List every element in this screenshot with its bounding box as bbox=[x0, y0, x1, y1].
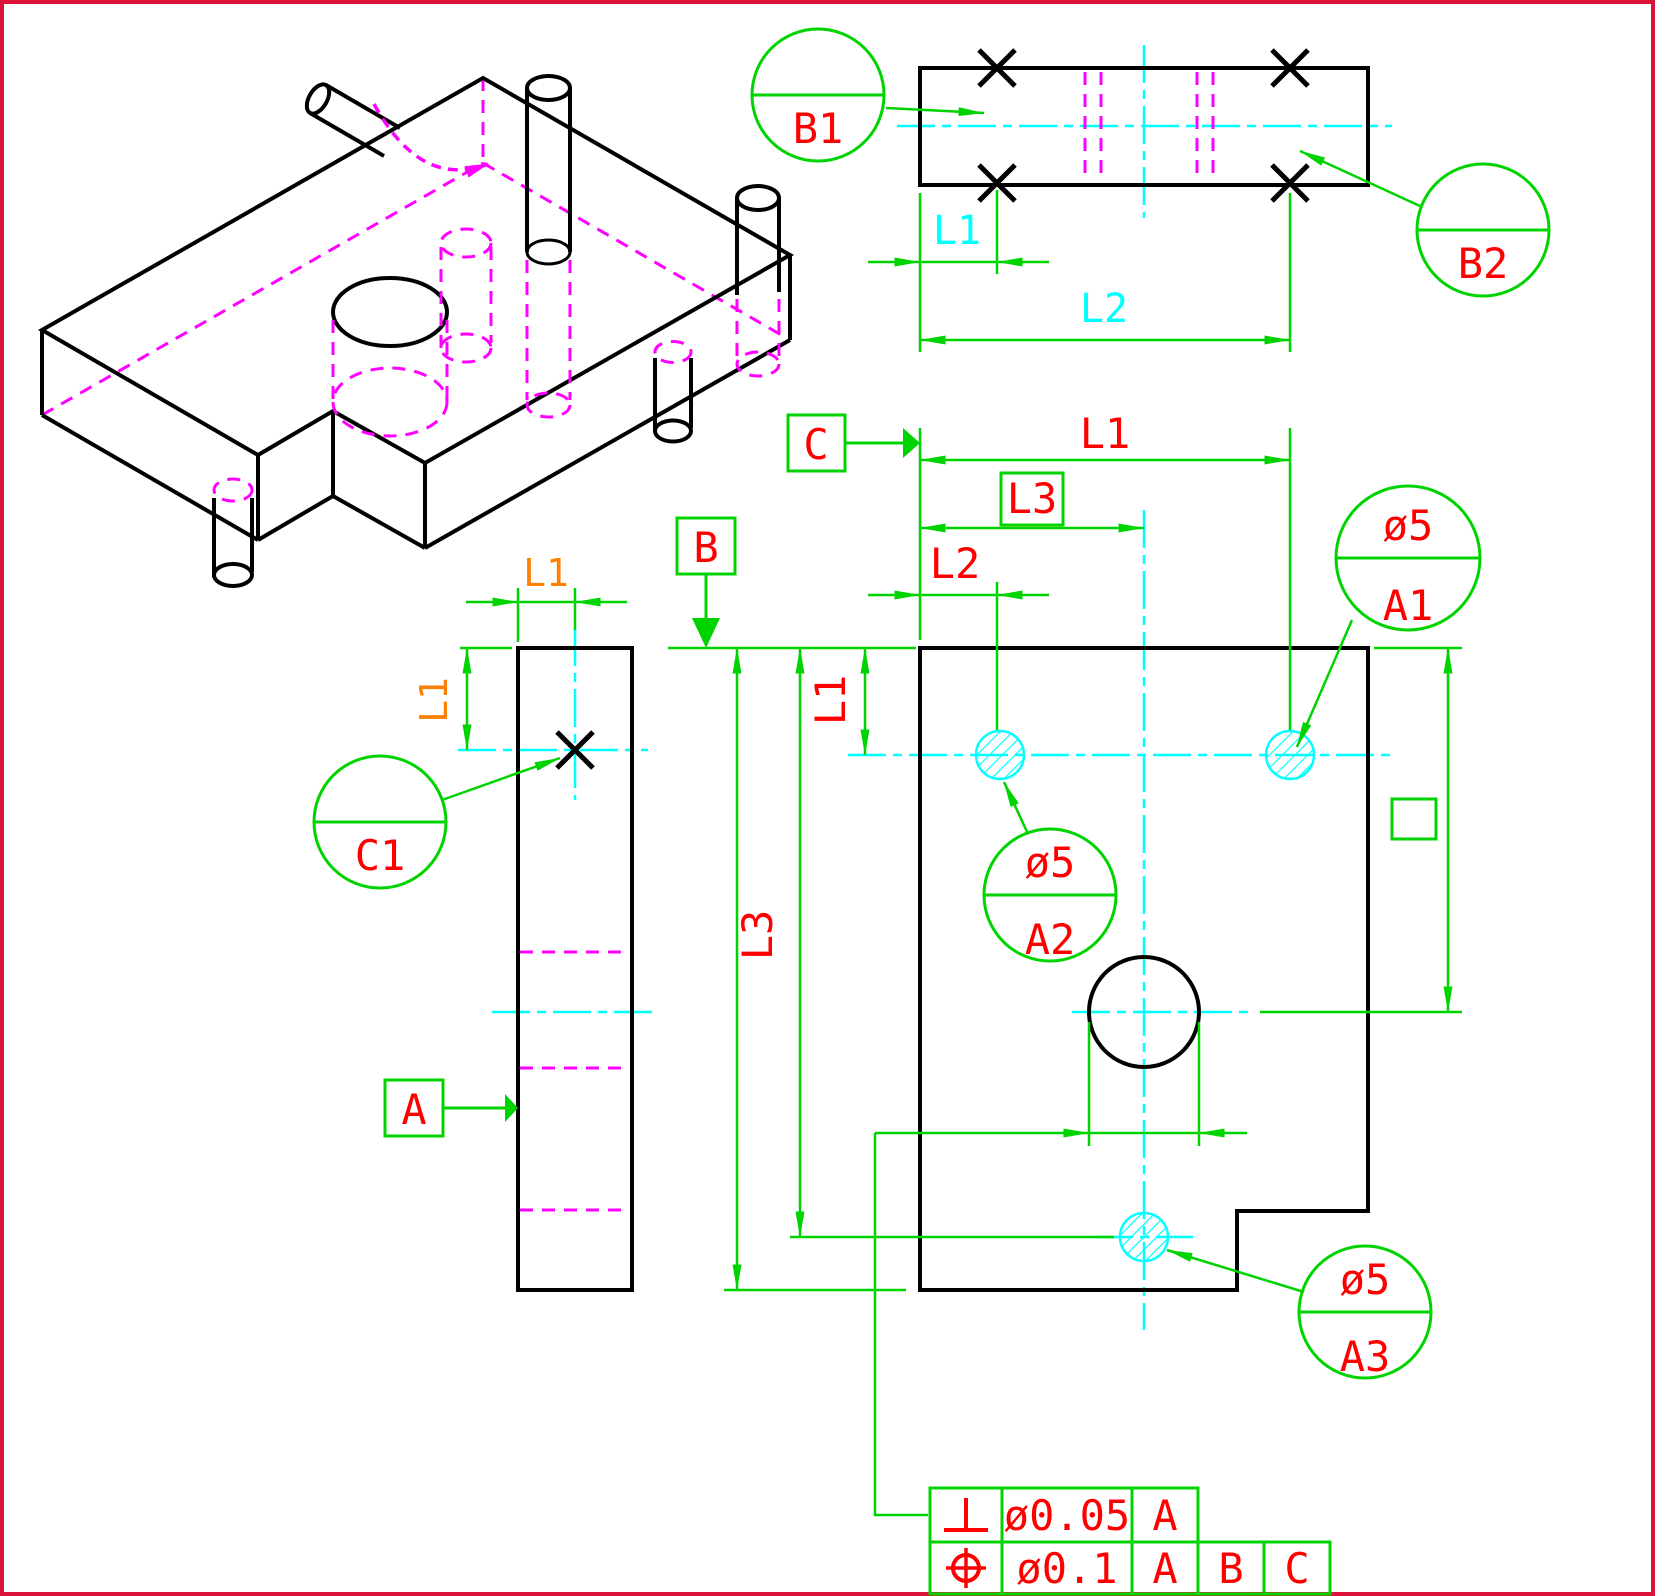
balloon-size-a3: ø5 bbox=[1340, 1255, 1391, 1304]
plate-bottom-edge bbox=[40, 413, 260, 542]
leader-arrow bbox=[441, 756, 561, 802]
side-view-outline bbox=[516, 646, 634, 1292]
dim-label-l3: L3 bbox=[1007, 474, 1058, 523]
leader-arrow bbox=[1295, 619, 1354, 748]
datum-target-area-a1 bbox=[1264, 729, 1316, 781]
datum-target-balloon-a3: ø5 A3 bbox=[1166, 1244, 1433, 1381]
balloon-label-c1: C1 bbox=[355, 831, 406, 880]
feature-control-frame-perpendicularity: ø0.05 A bbox=[928, 1486, 1200, 1544]
pin-base bbox=[525, 238, 572, 266]
datum-feature-a: A bbox=[383, 1078, 518, 1138]
datum-target-area-a3 bbox=[1118, 1211, 1170, 1263]
pin-hidden-end bbox=[525, 391, 572, 419]
plate-bottom-edge bbox=[332, 494, 426, 550]
top-view: L1 L2 B1 B2 bbox=[750, 27, 1551, 352]
leader-arrow bbox=[1002, 781, 1030, 835]
balloon-label-a2: A2 bbox=[1025, 915, 1076, 964]
pin-end bbox=[212, 562, 254, 588]
top-view-outline bbox=[918, 66, 1370, 187]
pin-side bbox=[324, 83, 402, 130]
front-view-outline bbox=[918, 646, 1370, 1292]
datum-label-b: B bbox=[693, 523, 718, 572]
position-icon bbox=[946, 1548, 986, 1588]
big-hole-hidden-bottom bbox=[331, 366, 449, 438]
dim-label-l1-vertical: L1 bbox=[806, 675, 855, 726]
x-mark bbox=[977, 163, 1017, 203]
dim-label-l1-vertical: L1 bbox=[412, 677, 456, 723]
balloon-size-a2: ø5 bbox=[1025, 838, 1076, 887]
fcf-datum-a: A bbox=[1152, 1491, 1177, 1540]
datum-target-x-marks bbox=[977, 48, 1310, 203]
dim-label-l2: L2 bbox=[1080, 286, 1128, 332]
fcf-datum-c: C bbox=[1284, 1544, 1309, 1593]
plate-bottom-edge bbox=[424, 338, 791, 550]
fcf-cell bbox=[1262, 1540, 1332, 1596]
pin-hole-hidden bbox=[212, 477, 254, 503]
fcf-tolerance: ø0.1 bbox=[1016, 1544, 1117, 1593]
fcf-datum-a: A bbox=[1152, 1544, 1177, 1593]
balloon-label-b1: B1 bbox=[793, 104, 844, 153]
hidden-hole-top bbox=[439, 227, 493, 259]
leader-arrow bbox=[1299, 149, 1421, 208]
dim-label-l1: L1 bbox=[523, 551, 569, 595]
fcf-tolerance: ø0.05 bbox=[1004, 1491, 1130, 1540]
x-mark bbox=[1270, 163, 1310, 203]
fcf-leader-line bbox=[873, 1133, 928, 1517]
dim-label-l1: L1 bbox=[933, 208, 981, 254]
hidden-line bbox=[41, 161, 484, 417]
datum-target-area-a2 bbox=[974, 729, 1026, 781]
datum-label-a: A bbox=[401, 1085, 426, 1134]
position-icon-cross bbox=[946, 1548, 986, 1588]
hidden-line bbox=[482, 161, 791, 342]
pin-hidden-end bbox=[735, 350, 781, 378]
dim-label-l2: L2 bbox=[930, 539, 981, 588]
pin-end bbox=[653, 418, 693, 444]
plate-bottom-edge bbox=[256, 494, 335, 542]
datum-label-c: C bbox=[803, 420, 828, 469]
square-symbol bbox=[1390, 797, 1438, 841]
side-view: L1 L1 C1 A bbox=[312, 551, 658, 1292]
balloon-label-b2: B2 bbox=[1458, 239, 1509, 288]
balloon-label-a3: A3 bbox=[1340, 1332, 1391, 1381]
dim-label-l3-vertical: L3 bbox=[733, 910, 782, 961]
fcf-datum-b: B bbox=[1218, 1544, 1243, 1593]
pin-hole-hidden bbox=[653, 340, 693, 364]
leader-arrow bbox=[1166, 1248, 1305, 1294]
datum-target-balloon-b2: B2 bbox=[1299, 149, 1551, 298]
x-mark bbox=[555, 730, 595, 770]
leader-arrow bbox=[885, 106, 985, 117]
isometric-view bbox=[37, 74, 795, 588]
big-hole bbox=[1087, 955, 1201, 1069]
x-mark bbox=[1270, 48, 1310, 88]
balloon-label-a1: A1 bbox=[1383, 581, 1434, 630]
pin-side bbox=[308, 111, 386, 158]
balloon-size-a1: ø5 bbox=[1383, 501, 1434, 550]
datum-target-balloon-a1: ø5 A1 bbox=[1295, 484, 1482, 748]
pin-end bbox=[304, 82, 332, 116]
perpendicularity-icon bbox=[944, 1498, 988, 1532]
dim-label-l1: L1 bbox=[1080, 409, 1131, 458]
x-mark bbox=[977, 48, 1017, 88]
datum-target-balloon-a2: ø5 A2 bbox=[982, 781, 1118, 964]
datum-triangle bbox=[505, 1094, 518, 1122]
datum-feature-c: C bbox=[786, 413, 920, 473]
datum-feature-b: B bbox=[675, 516, 737, 648]
datum-triangle bbox=[903, 428, 920, 458]
datum-target-balloon-c1: C1 bbox=[312, 754, 561, 890]
feature-control-frame-position: ø0.1 A B C bbox=[928, 1540, 1332, 1596]
rotation-arrow bbox=[372, 103, 489, 178]
hidden-hole-bottom bbox=[439, 332, 493, 364]
datum-target-balloon-b1: B1 bbox=[750, 27, 985, 163]
front-view: L1 L3 L2 L1 L3 bbox=[668, 409, 1462, 1517]
datum-triangle bbox=[692, 618, 720, 648]
big-hole-top bbox=[331, 276, 449, 348]
